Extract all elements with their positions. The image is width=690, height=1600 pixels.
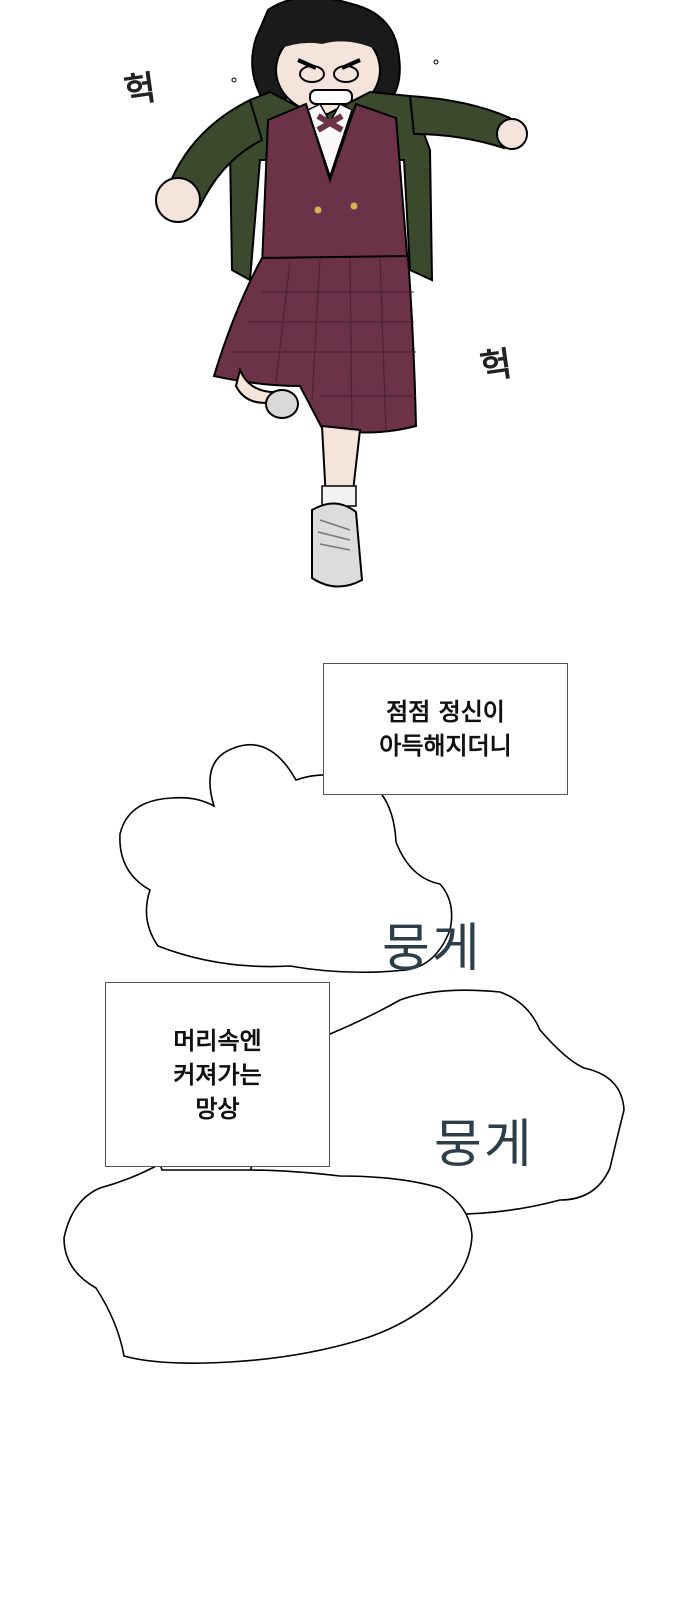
caption-text-first: 점점 정신이 아득해지더니 [379,698,512,760]
cloud-lower-left [63,1162,473,1364]
gasp-sfx-right: 헉 [477,343,515,388]
caption-text-second: 머리속엔 커져가는 망상 [173,1026,262,1123]
gasp-sfx-left: 헉 [121,67,159,112]
thought-clouds [63,744,625,1364]
puff-sfx-upper: 뭉게 [382,919,482,979]
puff-sfx-lower: 뭉게 [434,1115,534,1175]
caption-box-first: 점점 정신이 아득해지더니 [323,663,568,795]
running-girl-illustration [155,0,528,588]
cloud-upper [119,744,453,974]
caption-box-second: 머리속엔 커져가는 망상 [105,982,330,1167]
